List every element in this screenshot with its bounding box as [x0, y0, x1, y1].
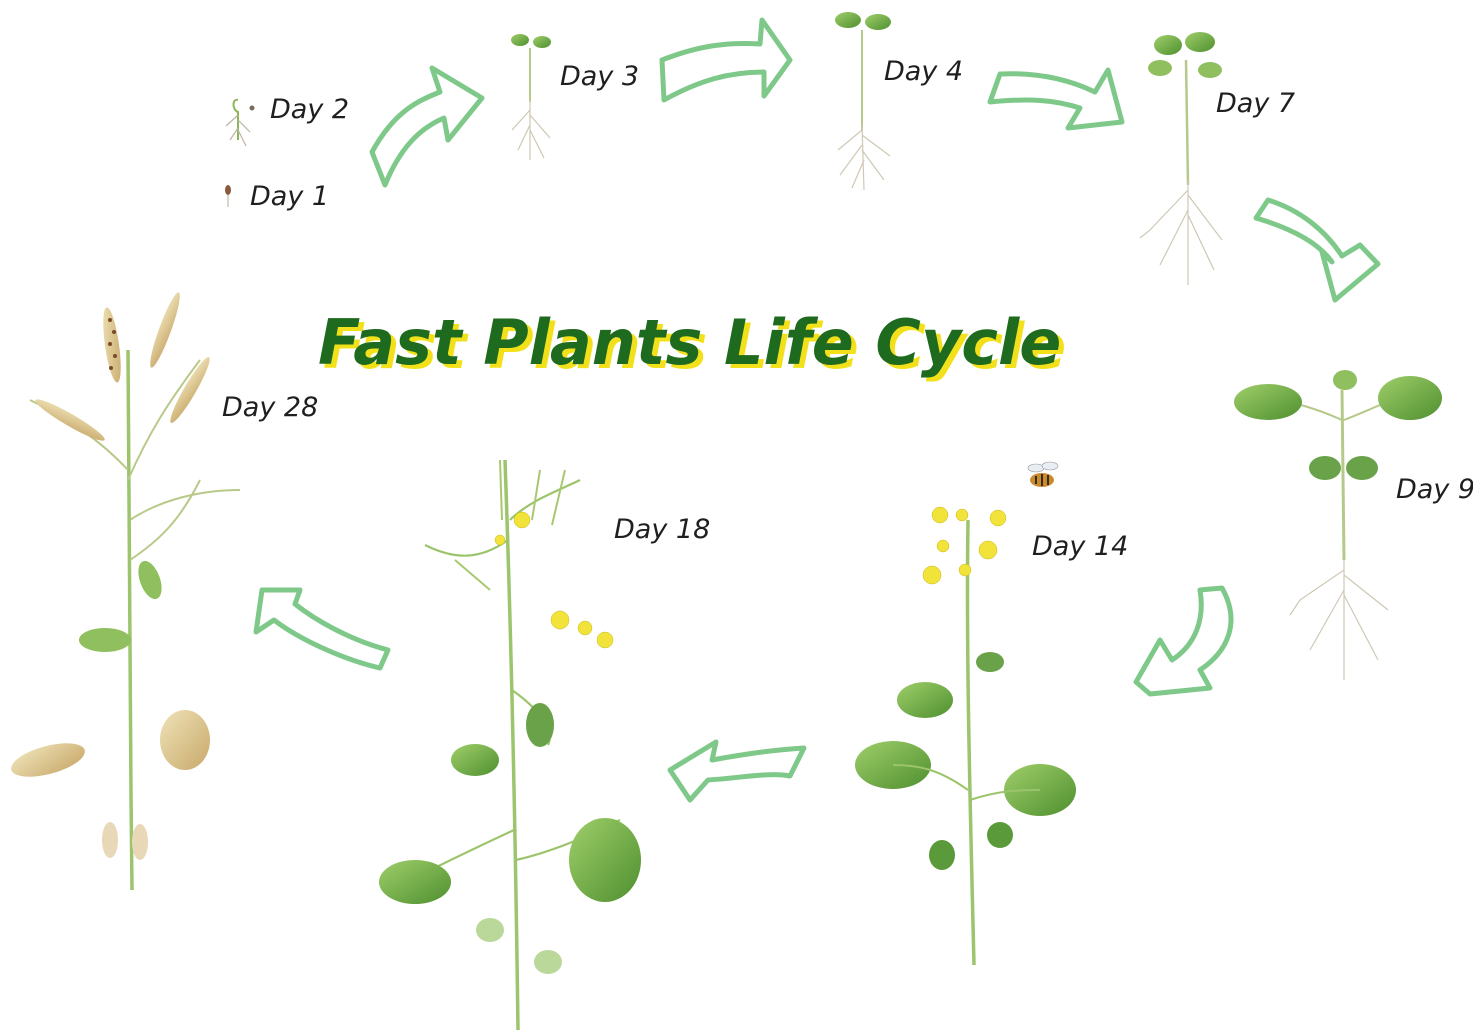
- page-title: Fast Plants Life Cycle: [318, 306, 1061, 379]
- plant-day-9: [1234, 370, 1442, 680]
- arrow-icon: [256, 590, 388, 668]
- plant-day-2: [226, 100, 255, 146]
- arrow-icon: [670, 742, 804, 800]
- day-1-label: Day 1: [250, 181, 329, 212]
- plant-day-28: [8, 290, 240, 890]
- bee-icon: [1028, 462, 1058, 487]
- arrow-icon: [372, 68, 482, 185]
- plant-day-1: [225, 185, 231, 207]
- plant-day-18: [379, 460, 641, 1030]
- plant-day-4: [835, 12, 891, 190]
- day-9-label: Day 9: [1396, 474, 1473, 505]
- day-28-label: Day 28: [222, 392, 318, 423]
- arrow-icon: [662, 20, 790, 100]
- day-2-label: Day 2: [270, 94, 349, 125]
- day-3-label: Day 3: [560, 61, 639, 92]
- day-7-label: Day 7: [1216, 88, 1295, 119]
- title-group: Fast Plants Life Cycle Fast Plants Life …: [318, 306, 1066, 383]
- plant-day-7: [1140, 32, 1222, 285]
- arrow-icon: [990, 70, 1122, 128]
- arrow-icon: [1256, 200, 1378, 300]
- day-14-label: Day 14: [1032, 531, 1128, 562]
- day-18-label: Day 18: [614, 514, 710, 545]
- arrow-icon: [1136, 588, 1231, 694]
- plant-day-3: [511, 34, 551, 160]
- day-4-label: Day 4: [884, 56, 963, 87]
